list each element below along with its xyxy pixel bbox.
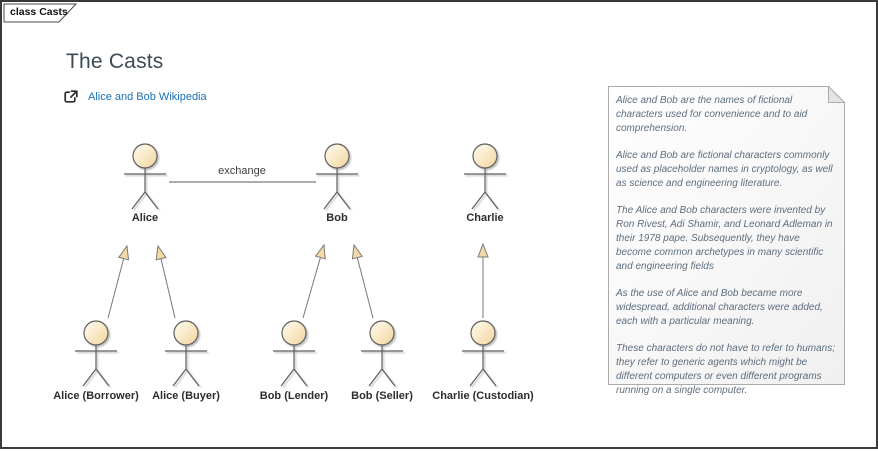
- note-paragraph: These characters do not have to refer to…: [616, 343, 836, 396]
- wikipedia-hyperlink[interactable]: Alice and Bob Wikipedia: [64, 90, 207, 104]
- actor-label-bob-lender: Bob (Lender): [259, 390, 329, 402]
- actor-label-bob-seller: Bob (Seller): [351, 390, 413, 402]
- note-paragraph: Alice and Bob are fictional characters c…: [616, 150, 833, 189]
- generalization-bob-seller[interactable]: [351, 243, 374, 319]
- actor-label-alice-buyer: Alice (Buyer): [152, 390, 220, 402]
- actor-figure-bob[interactable]: [316, 143, 358, 210]
- generalization-alice-buyer[interactable]: [155, 244, 176, 319]
- hyperlink-label[interactable]: Alice and Bob Wikipedia: [88, 91, 207, 103]
- actor-figure-charlie-custodian[interactable]: [462, 320, 504, 387]
- actor-label-charlie: Charlie: [466, 212, 504, 224]
- page-title: The Casts: [66, 50, 164, 73]
- frame-tab-label: class Casts: [10, 6, 68, 18]
- actor-label-alice: Alice: [131, 212, 159, 224]
- actor-figure-bob-lender[interactable]: [273, 320, 315, 387]
- note-element[interactable]: [608, 85, 846, 385]
- generalization-arrows: [107, 242, 489, 319]
- actor-figure-charlie[interactable]: [464, 143, 506, 210]
- note-paragraph: Alice and Bob are the names of fictional…: [616, 95, 808, 134]
- note-fold-corner: [828, 85, 846, 103]
- generalization-bob-lender[interactable]: [302, 243, 326, 319]
- actors-layer: [75, 143, 506, 387]
- note-paragraph: The Alice and Bob characters were invent…: [616, 205, 833, 272]
- actor-figure-alice[interactable]: [124, 143, 166, 210]
- frame-tab: [3, 3, 78, 23]
- external-link-icon: [64, 90, 78, 103]
- note-body[interactable]: Alice and Bob are the names of fictional…: [616, 94, 838, 411]
- generalization-alice-borrower[interactable]: [107, 244, 130, 319]
- actor-label-bob: Bob: [326, 212, 348, 224]
- actor-figure-alice-buyer[interactable]: [165, 320, 207, 387]
- actor-label-charlie-custodian: Charlie (Custodian): [432, 390, 534, 402]
- association-label: exchange: [218, 165, 266, 177]
- actor-figure-bob-seller[interactable]: [361, 320, 403, 387]
- actor-label-alice-borrower: Alice (Borrower): [53, 390, 139, 402]
- note-paragraph: As the use of Alice and Bob became more …: [616, 288, 823, 327]
- actor-figure-alice-borrower[interactable]: [75, 320, 117, 387]
